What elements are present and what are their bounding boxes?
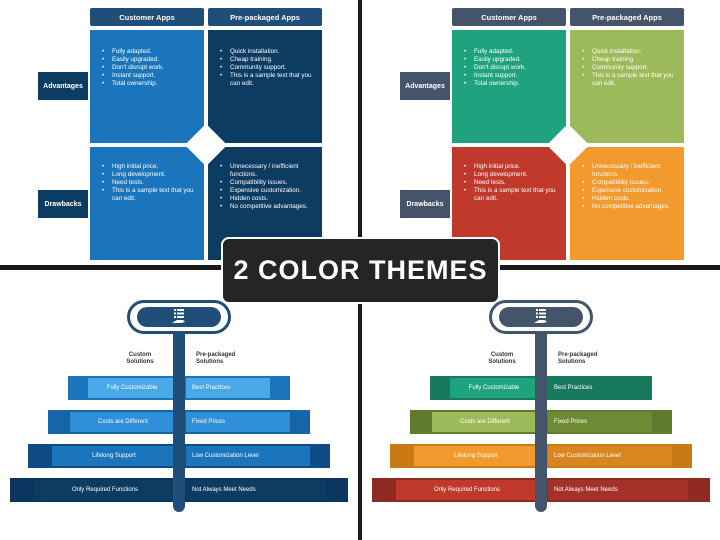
col-header-prepackaged-apps: Pre-packaged Apps <box>208 8 322 26</box>
row-label-advantages: Advantages <box>38 72 88 100</box>
custom-item-2: Costs are Different <box>70 412 176 432</box>
row-label-drawbacks: Drawbacks <box>400 190 450 218</box>
sign-pole <box>173 322 185 512</box>
custom-item-1: Fully Customizable <box>450 378 538 398</box>
theme-blue-matrix: Customer Apps Pre-packaged Apps Fully ad… <box>0 0 358 265</box>
cell-drawbacks-custom: High initial price. Long development. Ne… <box>90 147 204 260</box>
header-custom-solutions: Custom Solutions <box>126 352 154 365</box>
header-custom-solutions: Custom Solutions <box>488 352 516 365</box>
prepackaged-item-1: Best Practices <box>548 378 632 398</box>
checklist-hand-icon <box>534 309 547 323</box>
theme-multicolor-matrix: Customer Apps Pre-packaged Apps Fully ad… <box>362 0 720 265</box>
custom-item-2: Costs are Different <box>432 412 538 432</box>
prepackaged-item-3: Low Customization Level <box>548 446 672 466</box>
cell-drawbacks-prepackaged: Unnecessary / inefficient functions. Com… <box>570 147 684 260</box>
sign-cap <box>127 300 231 334</box>
cell-advantages-custom: Fully adapted. Easily upgraded. Don't di… <box>452 30 566 143</box>
cell-advantages-prepackaged: Quick installation. Cheap training. Comm… <box>570 30 684 143</box>
cell-drawbacks-custom: High initial price. Long development. Ne… <box>452 147 566 260</box>
cell-advantages-custom: Fully adapted. Easily upgraded. Don't di… <box>90 30 204 143</box>
sign-pole <box>535 322 547 512</box>
row-label-drawbacks: Drawbacks <box>38 190 88 218</box>
sign-cap <box>489 300 593 334</box>
cell-advantages-prepackaged: Quick installation. Cheap training. Comm… <box>208 30 322 143</box>
prepackaged-item-2: Fixed Prices <box>186 412 290 432</box>
col-header-customer-apps: Customer Apps <box>90 8 204 26</box>
custom-item-4: Only Required Functions <box>34 480 176 500</box>
prepackaged-item-1: Best Practices <box>186 378 270 398</box>
col-header-prepackaged-apps: Pre-packaged Apps <box>570 8 684 26</box>
custom-item-4: Only Required Functions <box>396 480 538 500</box>
custom-item-1: Fully Customizable <box>88 378 176 398</box>
prepackaged-item-4: Not Always Meet Needs <box>548 480 688 500</box>
col-header-customer-apps: Customer Apps <box>452 8 566 26</box>
prepackaged-item-3: Low Customization Level <box>186 446 310 466</box>
prepackaged-item-2: Fixed Prices <box>548 412 652 432</box>
theme-blue-pyramid: Fully Customizable Costs are Different L… <box>0 270 358 540</box>
row-label-advantages: Advantages <box>400 72 450 100</box>
title-banner: 2 COLOR THEMES <box>221 237 500 304</box>
checklist-hand-icon <box>172 309 185 323</box>
prepackaged-item-4: Not Always Meet Needs <box>186 480 326 500</box>
custom-item-3: Lifelong Support <box>414 446 538 466</box>
header-prepackaged-solutions: Pre-packaged Solutions <box>558 352 598 365</box>
custom-item-3: Lifelong Support <box>52 446 176 466</box>
header-prepackaged-solutions: Pre-packaged Solutions <box>196 352 236 365</box>
theme-multicolor-pyramid: Fully Customizable Costs are Different L… <box>362 270 720 540</box>
